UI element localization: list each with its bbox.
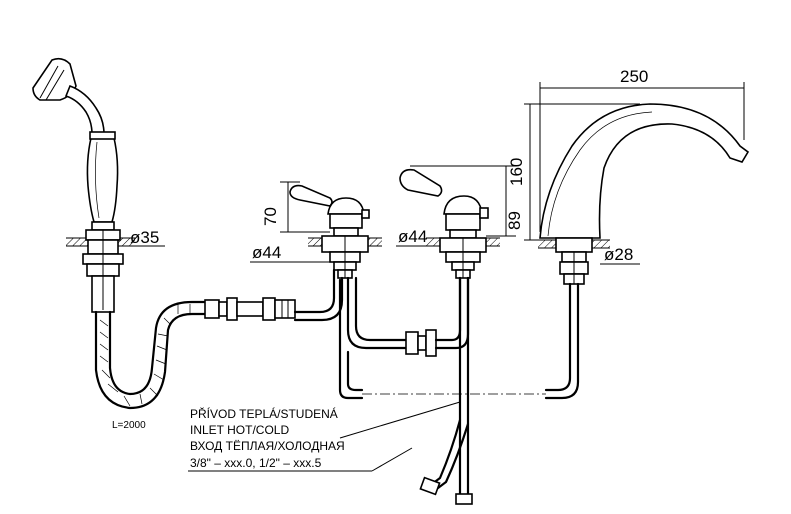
dim-text-89: 89: [505, 211, 524, 230]
piping: [293, 268, 580, 505]
spout: [538, 103, 750, 285]
dim-text-250: 250: [620, 67, 648, 86]
dimension-spout: 250 160 ø28: [507, 67, 745, 265]
dimension-left-valve: 70 ø44: [250, 181, 330, 263]
dim-text-160: 160: [507, 158, 526, 186]
dim-text-70: 70: [261, 207, 280, 226]
dim-text-35: ø35: [130, 228, 159, 247]
inlet-note: PŘÍVOD TEPLÁ/STUDENÁ INLET HOT/COLD ВХОД…: [188, 401, 461, 472]
hand-shower: [32, 57, 135, 313]
inlet-note-line1: PŘÍVOD TEPLÁ/STUDENÁ: [190, 406, 338, 421]
inlet-note-line2: INLET HOT/COLD: [190, 423, 289, 437]
dimension-hand-shower-diameter: ø35: [120, 228, 165, 247]
dim-text-44-left: ø44: [252, 243, 281, 262]
right-valve: [399, 168, 500, 279]
hose-length-label: L=2000: [112, 420, 146, 431]
inlet-note-line3: ВХОД ТЁПЛАЯ/ХОЛОДНАЯ: [190, 439, 345, 453]
dim-text-28: ø28: [604, 245, 633, 264]
dimension-right-valve: 89 ø44: [396, 165, 524, 247]
spiral-hose: L=2000: [94, 300, 207, 431]
inlet-note-line4: 3/8" – xxx.0, 1/2" – xxx.5: [190, 456, 322, 470]
left-valve: [289, 184, 382, 279]
dim-text-44-right: ø44: [398, 227, 427, 246]
hose-connector: [204, 297, 296, 321]
